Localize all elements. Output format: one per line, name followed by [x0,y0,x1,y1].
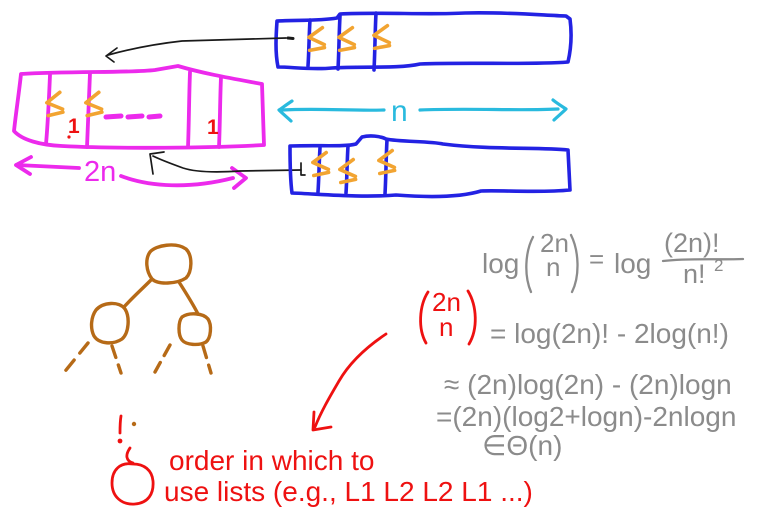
n-extent-arrow: n [277,95,568,128]
fraction-denominator: n! [683,259,706,289]
tree-left-node [89,301,130,345]
arrow-head-left [14,155,33,176]
two-n-length-label: 2n [84,156,116,188]
result-list-2n: 1 1 [12,64,266,150]
n-length-label: n [391,95,408,128]
pointer-arrow-to-top-list [105,37,287,63]
equation-text: ≈ (2n)log(2n) - (2n)logn [444,369,732,400]
curved-arrow-head [311,410,333,432]
arrow-line [15,163,81,170]
annotation-note: order in which to use lists (e.g., L1 L2… [110,332,533,507]
tree-right-node [177,312,213,347]
binom-bottom: n [439,312,453,342]
equation-text: = log(2n)! - 2log(n!) [490,318,729,349]
list-divider [85,71,92,149]
circle-hook [125,446,135,465]
arrow-tail-tick [300,162,306,176]
arrow-head-right [551,98,568,122]
list-divider [383,138,389,196]
arrow-line [119,174,235,188]
circled-mark [110,462,155,506]
log-symbol: log [614,248,651,279]
list-divider [372,11,378,72]
binom-bottom: n [546,252,560,282]
binom-top: 2n [540,228,569,258]
ellipsis-dash [125,113,145,120]
recursion-tree [60,243,213,427]
curved-arrow-line [313,332,388,429]
arrow-line [107,37,287,56]
merged-list-top [274,11,573,72]
arrow-line [152,155,302,173]
binom-paren-left [419,290,430,345]
exclamation-stroke [118,414,123,435]
math-line-1: log 2n n = log (2n)! n! 2 [482,228,745,294]
list-divider [306,18,312,68]
exclamation-dot [117,438,123,444]
binom-top: 2n [432,287,461,317]
list-divider [44,73,52,146]
list-divider [336,14,342,71]
list-outline [12,64,266,150]
arrow-head [149,151,165,175]
binom-paren-left [525,235,535,294]
fraction-denominator-exponent: 2 [714,256,723,275]
note-text: order in which to [169,445,374,476]
list-divider [344,144,350,195]
note-text: use lists (e.g., L1 L2 L2 L1 ...) [164,476,533,507]
equation-text: ∈Θ(n) [482,430,562,461]
two-n-extent-arrow: 2n [14,155,248,190]
list-outline [274,11,573,71]
fraction-numerator: (2n)! [664,228,720,258]
tree-root-node [145,243,193,285]
log-symbol: log [482,248,519,279]
tree-dashed-edge [110,344,123,375]
tree-edge-right [177,280,200,316]
binom-paren-right [466,289,477,346]
binom-paren-right [569,233,579,294]
cell-value: 1 [68,115,80,138]
arrow-head-left [277,99,294,123]
math-line-2: 2n n = log(2n)! - 2log(n!) [419,287,729,349]
fraction-bar [661,257,745,263]
stray-dot [67,135,71,139]
stray-dot [131,421,137,427]
input-list-bottom [288,134,572,199]
tree-dashed-edge [60,341,90,377]
list-divider [316,146,322,194]
tree-dashed-edge [153,343,172,374]
ellipsis-dash [103,113,124,120]
cursor-dash [286,36,295,40]
arrow-line [418,107,560,112]
tree-edge-left [122,278,153,309]
equation-text: =(2n)(log2+logn)-2nlogn [436,401,736,432]
list-divider [217,75,223,149]
ellipsis-dash [146,113,163,120]
list-outline [288,134,572,199]
equals-sign: = [589,244,604,274]
pointer-arrow-to-result-list [149,151,306,176]
arrow-head [105,47,118,63]
tree-dashed-edge [201,344,213,375]
arrow-line [280,107,386,112]
arrow-head-right [230,166,248,190]
cell-value: 1 [207,116,219,139]
list-divider [186,70,192,149]
math-derivation: log 2n n = log (2n)! n! 2 2n n = log(2n)… [419,228,745,461]
